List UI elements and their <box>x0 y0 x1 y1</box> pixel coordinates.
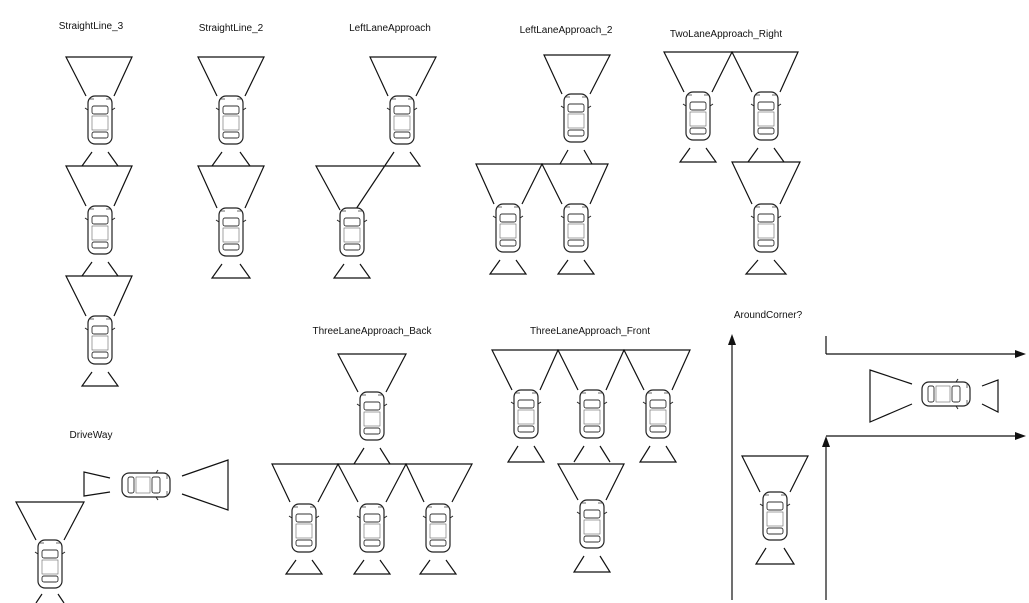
car-icon <box>289 504 319 552</box>
car-icon <box>683 92 713 140</box>
rear-cone-icon <box>748 148 784 162</box>
car-icon <box>511 390 541 438</box>
label-left-lane-approach-2: LeftLaneApproach_2 <box>520 25 613 36</box>
front-cone-icon <box>66 166 132 206</box>
front-cone-icon <box>624 350 690 390</box>
rear-cone-icon <box>82 152 118 166</box>
car-icon <box>760 492 790 540</box>
front-cone-icon <box>558 350 624 390</box>
arrow-up-icon <box>822 436 830 447</box>
scenario-two-lane-approach-right <box>664 52 800 274</box>
rear-cone-icon <box>354 448 390 464</box>
front-cone-icon <box>406 464 472 502</box>
rear-cone-icon <box>286 560 322 574</box>
rear-cone-icon <box>420 560 456 574</box>
arrow-up-icon <box>728 334 736 345</box>
front-cone-icon <box>732 162 800 204</box>
rear-cone-icon <box>212 264 250 278</box>
car-icon <box>85 96 115 144</box>
front-cone-icon <box>182 460 228 510</box>
label-around-corner: AroundCorner? <box>734 310 803 321</box>
front-cone-icon <box>870 370 912 422</box>
car-icon <box>577 390 607 438</box>
front-cone-icon <box>742 456 808 492</box>
rear-cone-icon <box>82 372 118 386</box>
rear-cone-icon <box>560 150 592 164</box>
scenario-left-lane-approach <box>316 57 436 278</box>
rear-cone-icon <box>746 260 786 274</box>
rear-cone-icon <box>680 148 716 162</box>
front-cone-icon <box>66 57 132 96</box>
rear-cone-icon <box>640 446 676 462</box>
scenario-three-lane-approach-front <box>492 350 690 572</box>
rear-cone-icon <box>84 472 110 496</box>
label-drive-way: DriveWay <box>70 430 113 441</box>
label-three-lane-approach-front: ThreeLaneApproach_Front <box>530 326 650 337</box>
rear-cone-icon <box>574 446 610 462</box>
rear-cone-icon <box>756 548 794 564</box>
label-three-lane-approach-back: ThreeLaneApproach_Back <box>313 326 433 337</box>
front-cone-icon <box>338 354 406 392</box>
rear-cone-icon <box>212 152 250 166</box>
front-cone-icon <box>542 164 608 204</box>
rear-cone-icon <box>354 560 390 574</box>
car-icon <box>643 390 673 438</box>
scenario-three-lane-approach-back <box>272 354 472 574</box>
scenario-drive-way <box>16 460 228 603</box>
scenario-straight-line-3 <box>66 57 132 386</box>
label-straight-line-3: StraightLine_3 <box>59 21 124 32</box>
car-icon <box>577 500 607 548</box>
arrow-right-icon <box>1015 432 1026 440</box>
car-icon <box>751 204 781 252</box>
front-cone-icon <box>16 502 84 540</box>
front-cone-icon <box>558 464 624 500</box>
scenario-left-lane-approach-2 <box>476 55 610 274</box>
label-straight-line-2: StraightLine_2 <box>199 23 264 34</box>
front-cone-icon <box>476 164 542 204</box>
rear-cone-icon <box>36 594 64 603</box>
car-icon <box>35 540 65 588</box>
front-cone-icon <box>66 276 132 316</box>
car-icon <box>493 204 523 252</box>
front-cone-icon <box>664 52 732 92</box>
car-icon <box>85 206 115 254</box>
front-cone-icon <box>338 464 406 502</box>
rear-cone-icon <box>508 446 544 462</box>
arrow-right-icon <box>1015 350 1026 358</box>
car-icon <box>216 96 246 144</box>
rear-cone-icon <box>490 260 526 274</box>
scenario-around-corner <box>728 334 1026 600</box>
scenario-straight-line-2 <box>198 57 264 278</box>
car-icon <box>751 92 781 140</box>
front-cone-icon <box>198 57 264 96</box>
car-icon <box>387 96 417 144</box>
rear-cone-icon <box>982 380 998 412</box>
rear-cone-icon <box>558 260 594 274</box>
car-icon <box>561 204 591 252</box>
front-cone-icon <box>492 350 558 390</box>
front-cone-icon <box>272 464 338 502</box>
rear-cone-icon <box>574 556 610 572</box>
label-two-lane-approach-right: TwoLaneApproach_Right <box>670 29 783 40</box>
car-icon <box>337 208 367 256</box>
car-icon <box>561 94 591 142</box>
car-icon <box>357 504 387 552</box>
car-icon <box>357 392 387 440</box>
car-icon <box>85 316 115 364</box>
car-icon <box>216 208 246 256</box>
car-icon <box>423 504 453 552</box>
car-icon <box>122 470 170 500</box>
rear-cone-icon <box>82 262 118 276</box>
front-cone-icon <box>732 52 798 92</box>
car-icon <box>922 379 970 409</box>
front-cone-icon <box>544 55 610 94</box>
rear-cone-icon <box>334 264 370 278</box>
front-cone-icon <box>370 57 436 96</box>
rear-cone-icon <box>316 152 420 212</box>
front-cone-icon <box>198 166 264 208</box>
label-left-lane-approach: LeftLaneApproach <box>349 23 431 34</box>
